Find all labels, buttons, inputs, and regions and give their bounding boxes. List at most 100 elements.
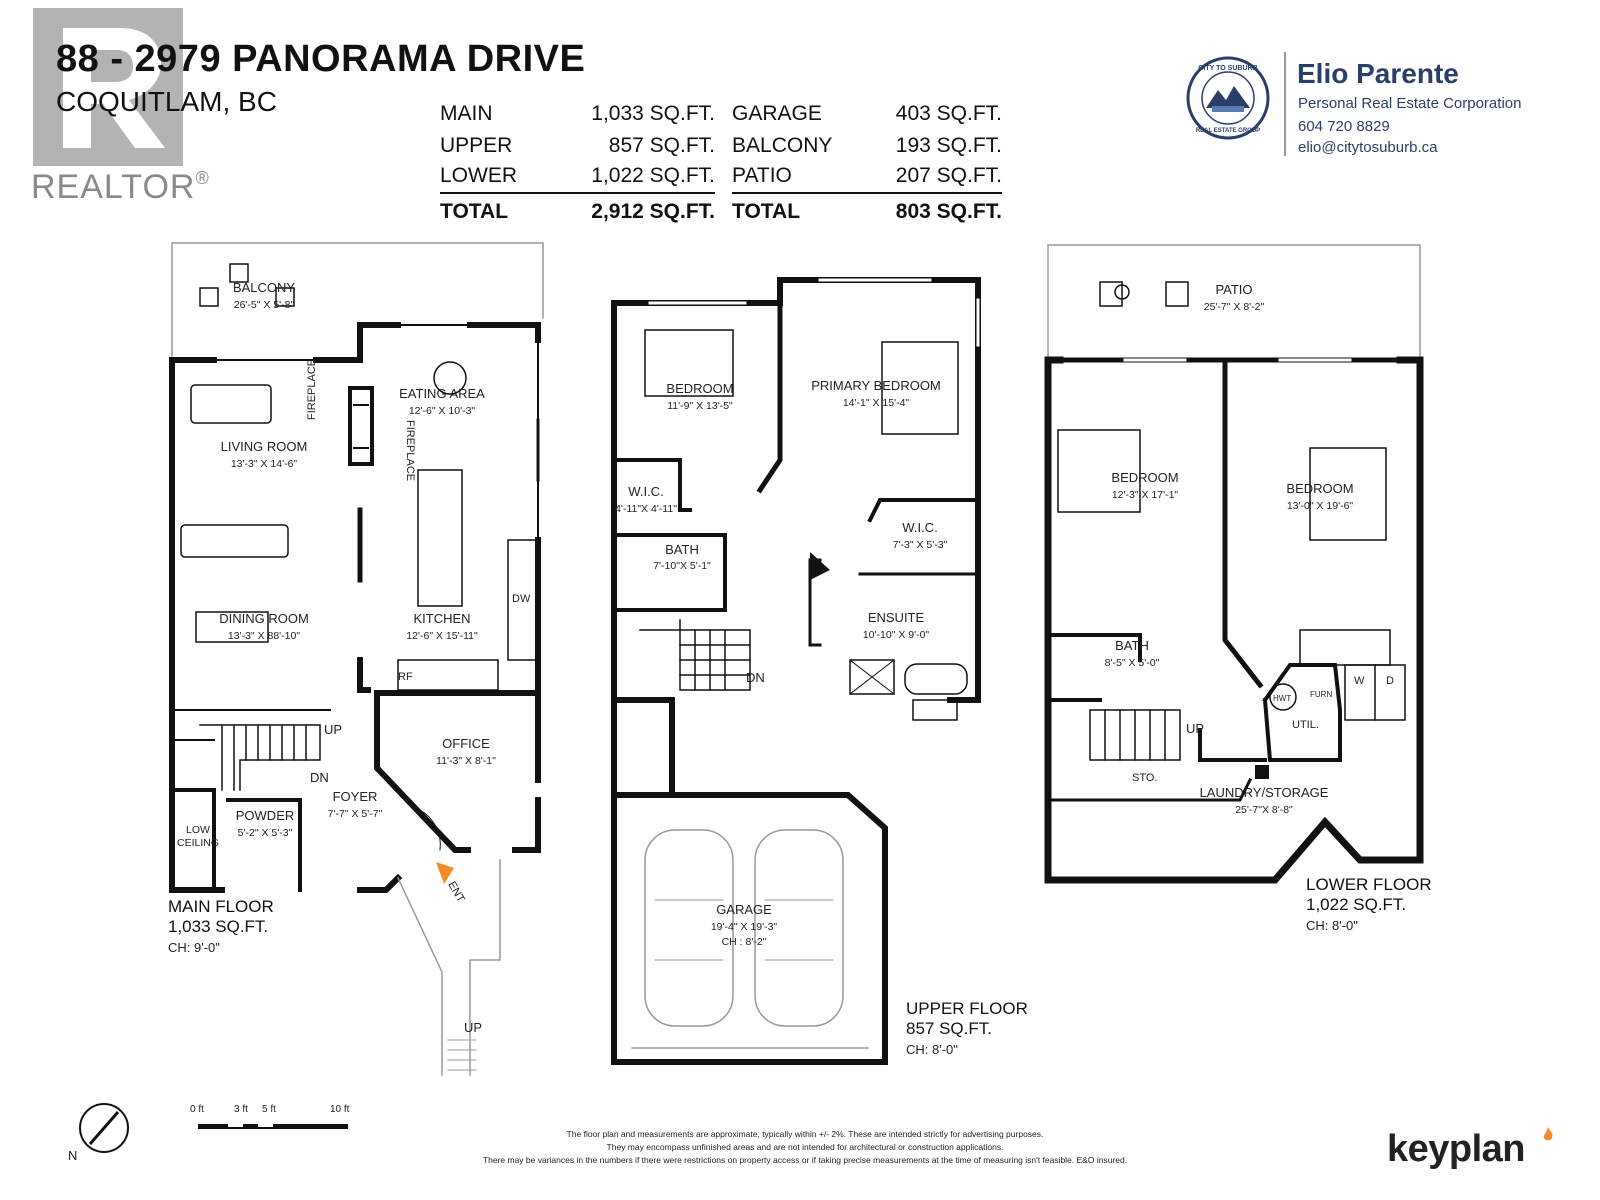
north-compass-icon [79,1103,129,1153]
scale-tick-10: 10 ft [330,1104,350,1115]
lower-bedroom-1-label: BEDROOM [1111,470,1178,485]
balcony-dims: 26'-5" X 5'-8" [234,299,295,311]
property-city: COQUITLAM, BC [56,86,277,117]
ensuite-label: ENSUITE [868,610,925,625]
main-floor-label: MAIN FLOOR [168,897,274,916]
eating-area-label: EATING AREA [399,386,485,401]
lower-bath-dims: 8'-5" X 5'-0" [1105,657,1160,669]
low-ceiling-label-2: CEILING [177,837,219,849]
dryer-label: D [1386,675,1394,687]
area-row-lower: LOWER 1,022 SQ.FT. [440,164,715,187]
balcony-label: BALCONY [233,280,295,295]
area-row-garage: GARAGE 403 SQ.FT. [732,102,1002,125]
patio-label: PATIO [1215,282,1252,297]
refrigerator-label: RF [398,671,413,683]
upper-bath-label: BATH [665,542,699,557]
kitchen-label: KITCHEN [413,611,470,626]
furnace-label: FURN [1310,690,1332,699]
upper-bath-dims: 7'-10"X 5'-1" [653,560,711,572]
foyer-dims: 7'-7" X 5'-7" [328,808,383,820]
office-label: OFFICE [442,736,490,751]
dining-room-label: DINING ROOM [219,611,309,626]
keyplan-logo: keyplan [1387,1128,1526,1170]
dining-room-dims: 13'-3" X 88'-10" [228,630,300,642]
lower-floor-area: 1,022 SQ.FT. [1306,895,1406,914]
area-row-patio: PATIO 207 SQ.FT. [732,164,1002,187]
lower-floor-ceiling: CH: 8'-0" [1306,918,1358,933]
agent-divider [1284,52,1286,156]
upper-wic-1-dims: 4'-11"X 4'-11" [615,503,677,515]
realtor-wordmark: REALTOR® [31,168,210,206]
scale-tick-5: 5 ft [262,1104,276,1115]
living-room-label: LIVING ROOM [221,439,308,454]
upper-floor-ceiling: CH: 8'-0" [906,1042,958,1057]
lower-stairs-up-label: UP [1186,721,1204,736]
keyplan-flame-icon [1543,1127,1553,1141]
main-stairs-up-label: UP [324,722,342,737]
area-rule-left [440,192,715,194]
foyer-label: FOYER [333,789,378,804]
area-row-upper: UPPER 857 SQ.FT. [440,134,715,157]
area-row-main: MAIN 1,033 SQ.FT. [440,102,715,125]
upper-floor-plan [611,277,981,1065]
patio-dims: 25'-7" X 8'-2" [1204,301,1265,313]
eating-area-dims: 12'-6" X 10'-3" [409,405,476,417]
garage-ceiling: CH : 8'-2" [722,936,767,948]
lower-bedroom-2-dims: 13'-0" X 19'-6" [1287,500,1354,512]
agent-email[interactable]: elio@citytosuburb.ca [1298,139,1438,156]
scale-tick-3: 3 ft [234,1104,248,1115]
upper-wic-2-label: W.I.C. [902,520,937,535]
property-title: 88 - 2979 PANORAMA DRIVE [56,38,586,80]
main-stairs-down-label: DN [310,770,329,785]
garage-label: GARAGE [716,902,772,917]
low-ceiling-label-1: LOW [186,824,210,836]
agent-name: Elio Parente [1297,58,1459,89]
upper-bedroom-dims: 11'-9" X 13'-5" [667,400,733,412]
realtor-logo [33,8,183,166]
upper-floor-area: 857 SQ.FT. [906,1019,992,1038]
utility-label: UTIL. [1292,719,1319,731]
lower-bedroom-2-label: BEDROOM [1286,481,1353,496]
disclaimer-line-1: The floor plan and measurements are appr… [566,1129,1044,1139]
living-room-dims: 13'-3" X 14'-6" [231,458,298,470]
primary-bedroom-dims: 14'-1" X 15'-4" [843,397,910,409]
main-floor-plan [169,242,544,1076]
kitchen-dims: 12'-6" X 15'-11" [406,630,478,642]
powder-label: POWDER [236,808,295,823]
lower-bath-label: BATH [1115,638,1149,653]
scale-tick-0: 0 ft [190,1104,204,1115]
powder-dims: 5'-2" X 5'-3" [238,827,293,839]
area-row-balcony: BALCONY 193 SQ.FT. [732,134,1002,157]
north-label: N [68,1148,77,1163]
area-row-total-left: TOTAL 2,912 SQ.FT. [440,200,715,223]
upper-wic-2-dims: 7'-3" X 5'-3" [893,539,948,551]
entry-label: ENT [445,880,467,905]
scale-bar [198,1124,348,1129]
primary-bedroom-label: PRIMARY BEDROOM [811,378,941,393]
hwt-label: HWT [1273,694,1291,703]
disclaimer-line-2: They may encompass unfinished areas and … [606,1142,1004,1152]
fireplace-label-2: FIREPLACE [404,420,416,481]
storage-label: STO. [1132,772,1157,784]
ensuite-dims: 10'-10" X 9'-0" [863,629,930,641]
garage-dims: 19'-4" X 19'-3" [711,921,778,933]
fireplace-label-1: FIREPLACE [306,359,318,420]
agent-phone[interactable]: 604 720 8829 [1298,118,1390,135]
area-rule-right [732,192,1002,194]
agent-company: Personal Real Estate Corporation [1298,95,1522,112]
laundry-label: LAUNDRY/STORAGE [1200,785,1329,800]
office-dims: 11'-3" X 8'-1" [436,755,496,767]
upper-bedroom-label: BEDROOM [666,381,733,396]
disclaimer: The floor plan and measurements are appr… [420,1128,1190,1167]
svg-text:CITY TO SUBURB: CITY TO SUBURB [1198,65,1257,72]
main-floor-area: 1,033 SQ.FT. [168,917,268,936]
city-to-suburb-logo: CITY TO SUBURB REAL ESTATE GROUP [1186,56,1270,140]
svg-text:REAL ESTATE GROUP: REAL ESTATE GROUP [1196,128,1260,134]
lower-floor-label: LOWER FLOOR [1306,875,1432,894]
entry-stairs-up-label: UP [464,1020,482,1035]
disclaimer-line-3: There may be variances in the numbers if… [482,1155,1128,1165]
laundry-dims: 25'-7"X 8'-8" [1235,804,1293,816]
upper-wic-1-label: W.I.C. [628,484,663,499]
upper-stairs-down-label: DN [746,670,765,685]
